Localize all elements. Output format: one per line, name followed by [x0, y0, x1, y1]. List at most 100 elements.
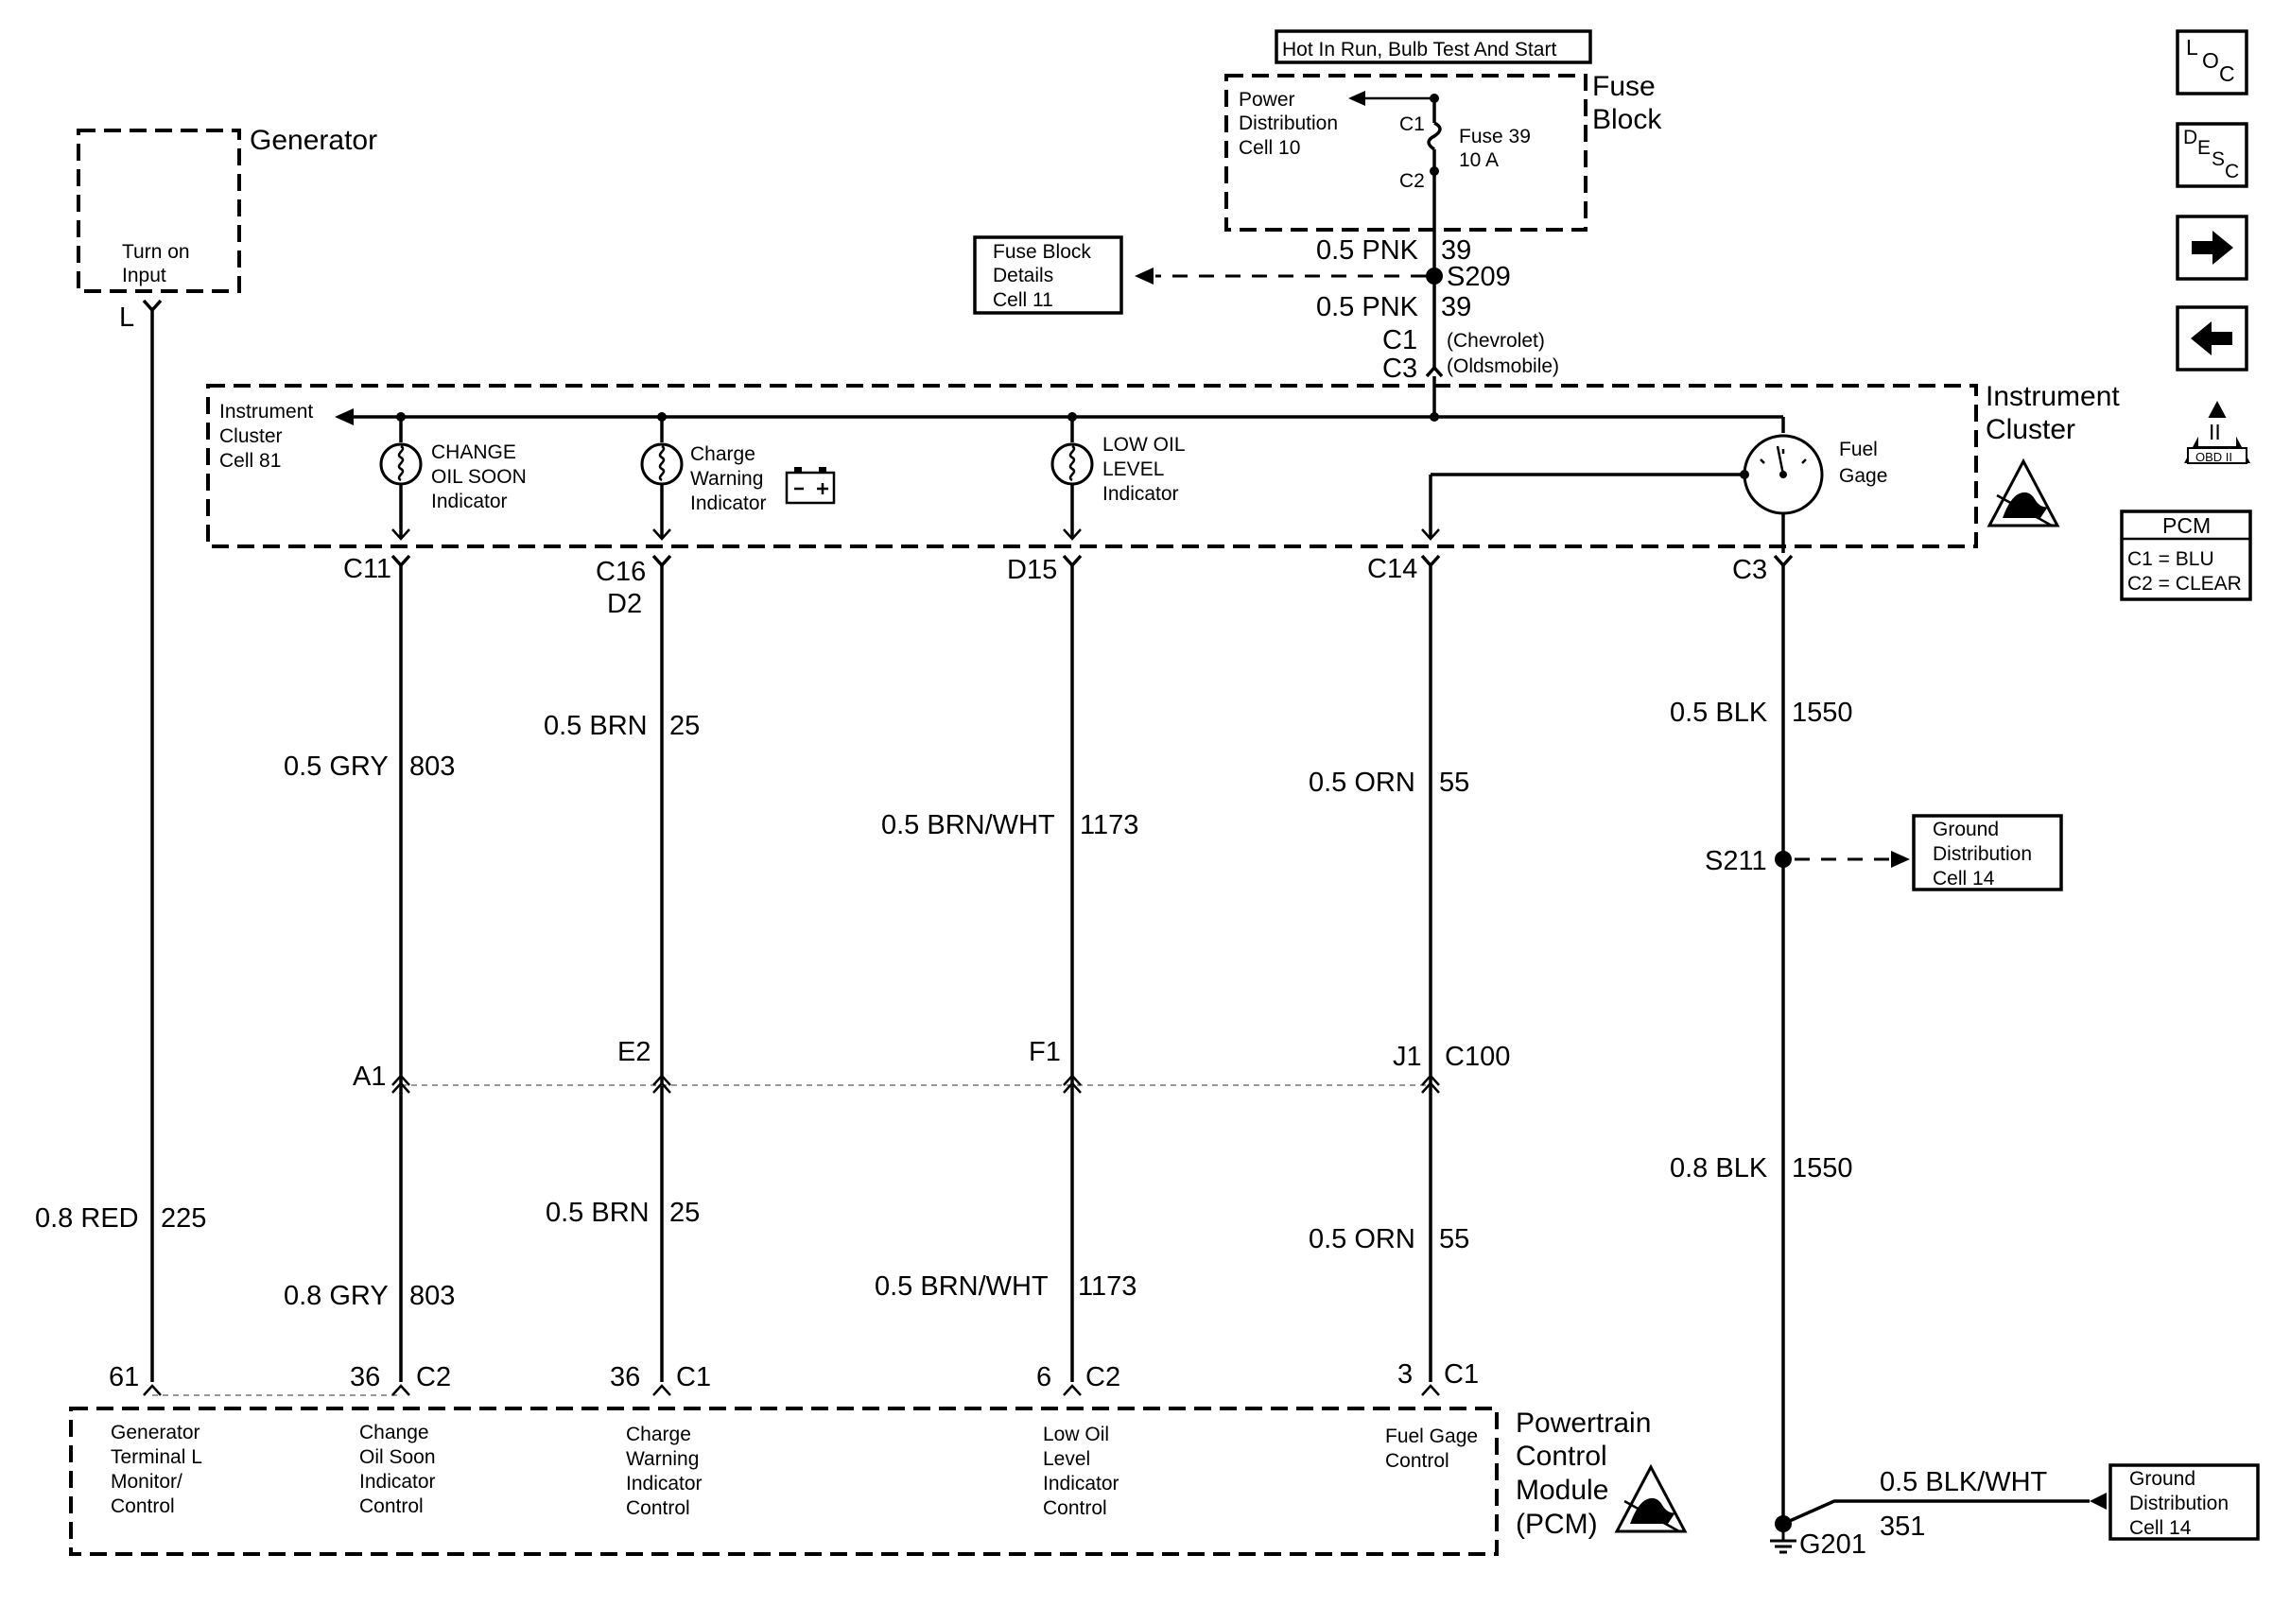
pcm-title-4: (PCM)	[1516, 1509, 1598, 1540]
fuel-gage-label-1: Fuel	[1839, 439, 1878, 460]
pnk-wire-top: 0.5 PNK	[1316, 235, 1419, 266]
s211-arrow-head	[1891, 851, 1910, 868]
change-oil-label-3: Indicator	[431, 491, 508, 512]
c100-j1-symbol	[1421, 1074, 1440, 1094]
conn-c1-label: C1	[1382, 325, 1417, 355]
fuse-details-3: Cell 11	[993, 289, 1053, 311]
blk-upper-circuit: 1550	[1792, 698, 1853, 728]
pnk-circuit-bottom: 39	[1441, 292, 1471, 322]
c100-pin-a1: A1	[353, 1062, 386, 1092]
splice-s211-label: S211	[1705, 846, 1767, 876]
pnk-circuit-top: 39	[1441, 235, 1471, 266]
pcm-gen-ctl-4: Control	[111, 1495, 175, 1517]
pcm-charge-ctl-2: Warning	[626, 1448, 699, 1470]
pcm-pin-3: 3	[1397, 1359, 1413, 1390]
g201-ref-1: Ground	[2129, 1468, 2195, 1490]
fuse-block-outline	[1224, 74, 1588, 232]
pcm-charge-ctl-1: Charge	[626, 1424, 691, 1445]
pcm-lowoil-ctl-3: Indicator	[1043, 1473, 1119, 1494]
pdc-label-2: Distribution	[1239, 112, 1338, 134]
g201-ref-arrow-head	[2090, 1493, 2107, 1510]
brn-lower-label: 0.5 BRN	[546, 1198, 650, 1228]
fuse-block-title-1: Fuse	[1592, 71, 1656, 102]
pin-c3: C3	[1732, 555, 1767, 585]
brn-upper-circuit: 25	[669, 711, 700, 741]
conn-c1-note: (Chevrolet)	[1447, 330, 1545, 352]
pin-c14-connector	[1420, 554, 1441, 568]
gry-lower-label: 0.8 GRY	[284, 1281, 389, 1311]
c100-name: C100	[1445, 1042, 1510, 1072]
change-oil-bus-dot	[396, 412, 406, 422]
fuse-details-1: Fuse Block	[993, 241, 1091, 263]
low-oil-label-3: Indicator	[1102, 483, 1179, 505]
charge-label-1: Charge	[690, 443, 755, 465]
brnwht-upper-label: 0.5 BRN/WHT	[881, 810, 1055, 840]
desc-button[interactable]: D E S C	[2176, 122, 2248, 188]
pcm-pin-36b-symbol	[652, 1384, 671, 1396]
pcm-pin-6: 6	[1036, 1362, 1051, 1392]
loc-letter-o: O	[2202, 48, 2219, 73]
gry-lower-circuit: 803	[409, 1281, 455, 1311]
cluster-ref-arrow-head	[335, 408, 354, 425]
orn-upper-circuit: 55	[1439, 768, 1469, 798]
cluster-pins: C11 C16 D2 D15 C14 C3	[343, 554, 1794, 619]
splice-s211-group: S211 Ground Distribution Cell 14	[1705, 814, 2063, 891]
pcm-lowoil-ctl-2: Level	[1043, 1448, 1090, 1470]
brn-lower-circuit: 25	[669, 1198, 700, 1228]
conn-c3-label: C3	[1382, 354, 1417, 384]
fuse-details-arrow-head	[1135, 268, 1154, 285]
pcm-charge-ctl-3: Indicator	[626, 1473, 703, 1494]
pcm-lowoil-ctl-1: Low Oil	[1043, 1424, 1109, 1445]
previous-page-button[interactable]	[2176, 305, 2248, 371]
conn-c3-note: (Oldsmobile)	[1447, 355, 1559, 377]
low-oil-label-2: LEVEL	[1102, 458, 1164, 480]
pdc-label-3: Cell 10	[1239, 137, 1300, 159]
fuse-c2-label: C2	[1399, 170, 1425, 192]
connector-c100: A1 E2 F1 J1 C100	[353, 1037, 1510, 1094]
change-oil-arrow	[391, 528, 410, 541]
ground-symbol-icon	[1770, 1531, 1796, 1554]
pcm-pin-6-conn: C2	[1085, 1362, 1120, 1392]
pcm-gen-ctl-3: Monitor/	[111, 1471, 182, 1493]
fuse-39-symbol	[1427, 121, 1442, 151]
orn-lower-label: 0.5 ORN	[1309, 1224, 1415, 1254]
cluster-title-1: Instrument	[1986, 381, 2120, 412]
c100-a1-symbol	[391, 1074, 410, 1094]
fuel-gage-input-dot	[1740, 470, 1749, 479]
g201-ref-3: Cell 14	[2129, 1517, 2192, 1539]
s211-ref-3: Cell 14	[1933, 868, 1995, 890]
side-icons: L O C D E S C II OBD II PC	[2120, 29, 2252, 601]
charge-bus-dot	[657, 412, 667, 422]
pcm-gen-ctl-1: Generator	[111, 1422, 200, 1443]
cluster-ref-2: Cluster	[219, 425, 283, 447]
splice-s209-dot	[1426, 268, 1443, 285]
pin-d2: D2	[607, 589, 642, 619]
upper-wire-labels: 0.5 GRY 803 0.5 BRN 25 0.5 BRN/WHT 1173 …	[284, 698, 1853, 840]
loc-letter-c: C	[2219, 61, 2235, 86]
pcm-title-2: Control	[1516, 1441, 1607, 1472]
g201-ground-dot	[1775, 1515, 1792, 1532]
arrow-right-icon	[2192, 231, 2233, 265]
red-225-wire-label: 0.8 RED	[35, 1203, 139, 1234]
fuse-details-2: Details	[993, 265, 1053, 286]
pin-d15-connector	[1062, 554, 1083, 568]
orn-lower-circuit: 55	[1439, 1224, 1469, 1254]
obd-label: OBD II	[2195, 450, 2232, 464]
brnwht-upper-circuit: 1173	[1080, 810, 1138, 840]
change-oil-label-1: CHANGE	[431, 441, 516, 463]
low-oil-filament	[1068, 444, 1076, 482]
charge-filament	[658, 444, 666, 482]
change-oil-filament	[397, 444, 405, 482]
pcm-pin-36a-symbol	[391, 1384, 410, 1396]
charge-label-3: Indicator	[690, 492, 767, 514]
cluster-ref-3: Cell 81	[219, 450, 281, 472]
desc-letter-s: S	[2212, 148, 2225, 170]
pdc-label-1: Power	[1239, 89, 1295, 111]
pcm-change-ctl-4: Control	[359, 1495, 424, 1517]
loc-button[interactable]: L O C	[2176, 29, 2248, 95]
pcm-key-title: PCM	[2162, 513, 2211, 538]
pin-c11-connector	[390, 554, 411, 568]
pcm-title-1: Powertrain	[1516, 1408, 1651, 1439]
next-page-button[interactable]	[2176, 215, 2248, 281]
